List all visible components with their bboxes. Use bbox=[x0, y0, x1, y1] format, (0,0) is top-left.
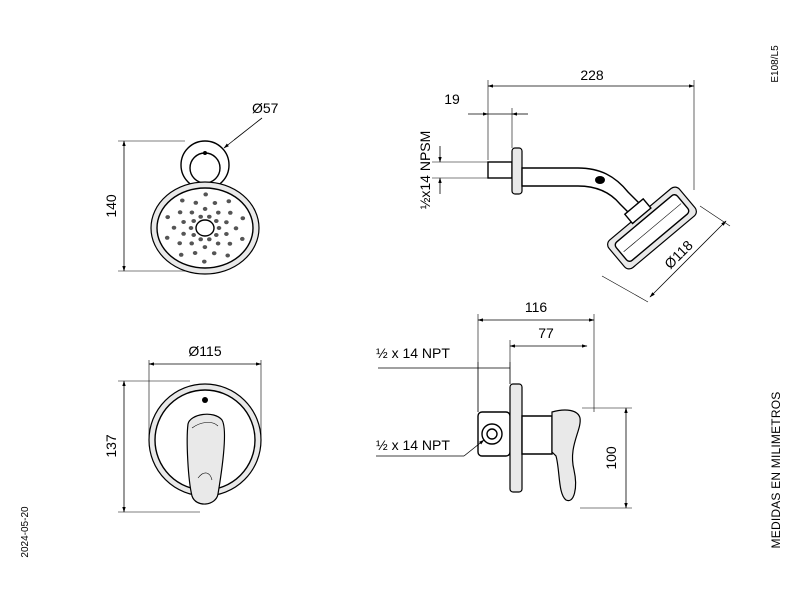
spray-nozzle bbox=[233, 226, 239, 231]
spray-nozzle bbox=[171, 225, 177, 230]
spray-nozzle bbox=[216, 210, 221, 215]
spray-nozzle bbox=[212, 201, 218, 205]
spray-nozzle bbox=[164, 235, 170, 240]
head-diameter-label: Ø118 bbox=[661, 237, 696, 272]
valve-front-view: Ø115 137 bbox=[103, 343, 262, 513]
handle-depth-label: 77 bbox=[538, 325, 554, 341]
shower-arm-side-view: 228 19 ½x14 NPSM Ø118 bbox=[417, 67, 731, 303]
spray-nozzle bbox=[181, 231, 186, 236]
spray-nozzle bbox=[215, 241, 221, 246]
spray-nozzle bbox=[227, 241, 233, 246]
spray-nozzle bbox=[181, 220, 186, 224]
spray-nozzle bbox=[214, 219, 219, 223]
spray-nozzle bbox=[216, 226, 222, 230]
spray-nozzle bbox=[198, 214, 203, 219]
spray-nozzle bbox=[177, 241, 182, 246]
spray-nozzle bbox=[224, 220, 229, 225]
spray-nozzle bbox=[224, 232, 229, 236]
spray-nozzle bbox=[202, 206, 208, 211]
spray-nozzle bbox=[240, 236, 245, 241]
spray-nozzle bbox=[191, 233, 196, 237]
spray-nozzle bbox=[189, 210, 195, 215]
spray-nozzle-pattern bbox=[164, 192, 246, 264]
spray-nozzle bbox=[188, 226, 194, 230]
spray-nozzle bbox=[240, 216, 246, 221]
overall-length-label: 228 bbox=[580, 67, 604, 83]
spray-nozzle bbox=[193, 200, 199, 205]
valve-height-label: 137 bbox=[103, 434, 119, 458]
spray-nozzle bbox=[202, 245, 208, 250]
spray-nozzle bbox=[202, 259, 207, 264]
spray-nozzle bbox=[189, 241, 194, 246]
valve-side-view: 116 77 ½ x 14 NPT ½ x 14 NPT 100 bbox=[376, 299, 632, 509]
thread-top-label: ½ x 14 NPT bbox=[376, 345, 450, 361]
spray-nozzle bbox=[214, 233, 219, 237]
head-height-label: 140 bbox=[103, 194, 119, 218]
plate-diameter-label: Ø115 bbox=[188, 343, 221, 359]
spray-nozzle bbox=[225, 253, 230, 258]
spray-nozzle bbox=[165, 215, 170, 220]
spray-nozzle bbox=[228, 210, 233, 215]
spray-nozzle bbox=[211, 251, 217, 256]
valve-depth-label: 116 bbox=[525, 299, 548, 315]
spray-nozzle bbox=[180, 198, 185, 203]
spray-nozzle bbox=[226, 199, 232, 204]
spray-nozzle bbox=[178, 252, 184, 257]
arm-thread-label: ½x14 NPSM bbox=[417, 131, 433, 210]
spray-nozzle bbox=[207, 237, 212, 242]
spray-nozzle bbox=[192, 251, 198, 255]
thread-bottom-label: ½ x 14 NPT bbox=[376, 437, 450, 453]
spray-nozzle bbox=[198, 237, 203, 242]
valve-side-height-label: 100 bbox=[603, 446, 619, 470]
flange-diameter-label: Ø57 bbox=[252, 100, 279, 116]
drawing-date: 2024-05-20 bbox=[20, 506, 31, 558]
spray-nozzle bbox=[177, 210, 183, 215]
spray-nozzle bbox=[207, 214, 212, 219]
flange-depth-label: 19 bbox=[444, 91, 460, 107]
spray-nozzle bbox=[203, 192, 208, 197]
units-note: MEDIDAS EN MILIMETROS bbox=[769, 392, 783, 549]
spray-nozzle bbox=[191, 219, 196, 223]
shower-head-front-view: Ø57 140 bbox=[103, 100, 279, 275]
drawing-code: E108/L5 bbox=[770, 45, 781, 83]
